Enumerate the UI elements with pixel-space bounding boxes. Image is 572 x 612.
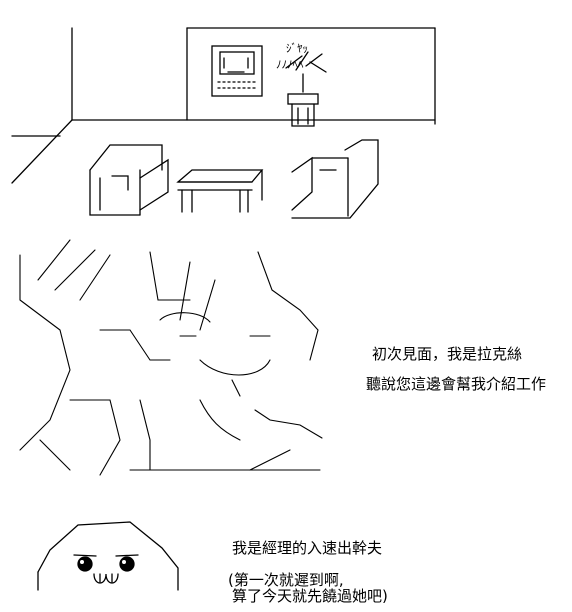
manager-dialogue-line-3: 算了今天就先饒過她吧) <box>232 587 388 605</box>
left-sofa <box>89 144 169 216</box>
lacus-figure <box>19 239 323 476</box>
potted-plant <box>285 51 327 127</box>
sfx-text: ｼﾞﾔｯ <box>286 42 308 55</box>
manager-dialogue-line-2: (第一次就遲到啊, <box>228 571 344 589</box>
lacus-dialogue-line-1: 初次見面，我是拉克絲 <box>372 345 523 363</box>
manager-dialogue-line-1: 我是經理的入速出幹夫 <box>232 539 383 557</box>
sfx-text-2: ﾉﾉﾉﾍﾍ <box>276 58 304 71</box>
lacus-dialogue-line-2: 聽說您這邊會幫我介紹工作 <box>366 375 547 393</box>
wall-picture <box>211 45 263 97</box>
coffee-table <box>176 169 264 213</box>
right-sofa <box>291 139 379 219</box>
manager-face <box>37 521 179 591</box>
room-walls <box>11 27 436 184</box>
